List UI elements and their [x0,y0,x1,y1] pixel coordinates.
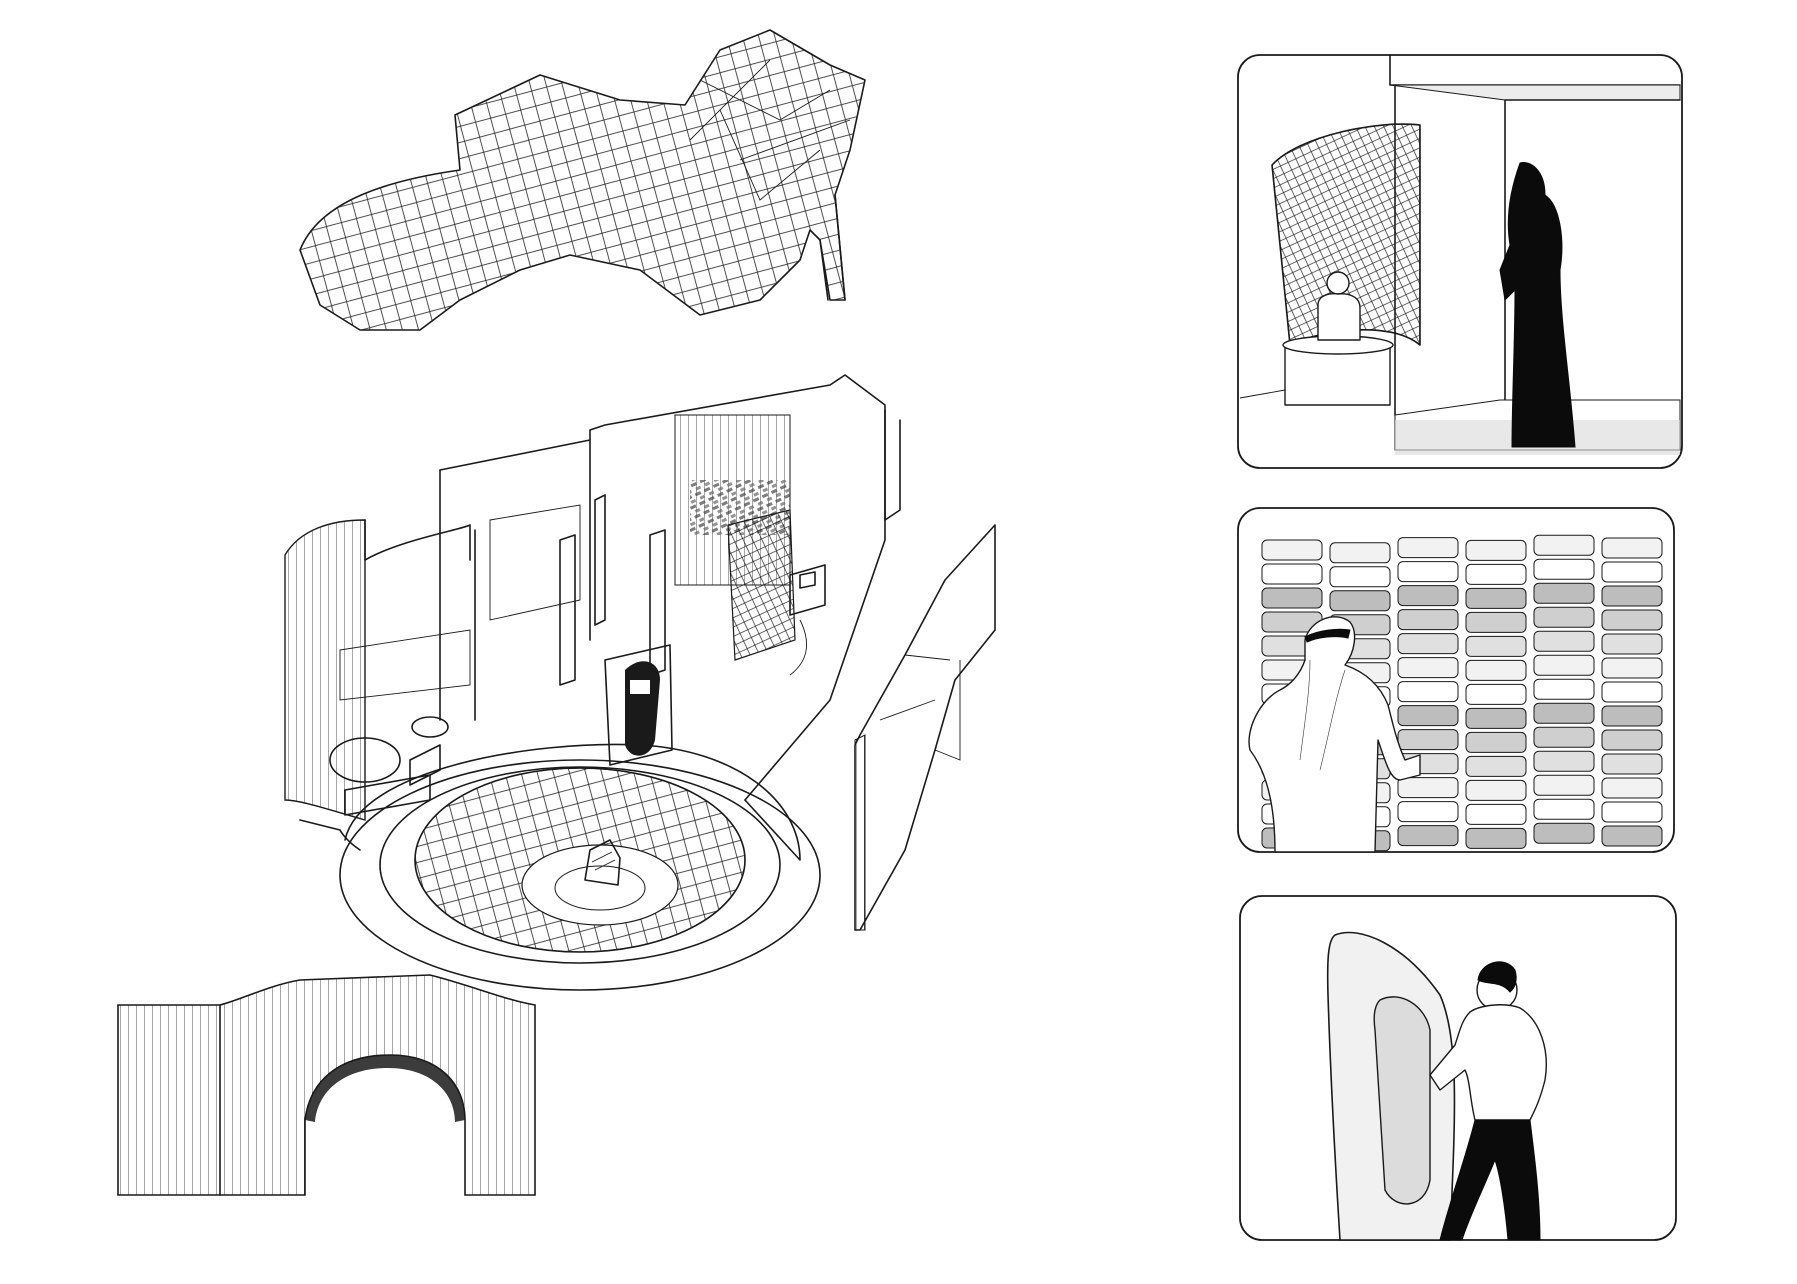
wall-tile [1601,681,1663,703]
wall-tile [1397,801,1459,823]
wall-tile [1397,609,1459,631]
wall-tile [1533,798,1595,820]
wall-tile [1533,750,1595,772]
wall-tile [1397,681,1459,703]
wall-tile [1601,825,1663,847]
wall-tile [1601,777,1663,799]
faceted-canopy [299,29,866,331]
wall-tile [1397,657,1459,679]
wall-tile [1465,707,1527,729]
wall-tile [1533,630,1595,652]
wall-tile [1533,582,1595,604]
wall-tile [1533,558,1595,580]
wall-tile [1465,587,1527,609]
wall-tile [1533,702,1595,724]
wall-tile [1397,777,1459,799]
wall-tile [1329,566,1391,588]
wall-tile [1601,729,1663,751]
wall-tile [1465,779,1527,801]
ribbed-arch-wall [117,974,536,1196]
wall-tile [1601,705,1663,727]
wall-tile [1601,585,1663,607]
wall-tile [1397,705,1459,727]
wall-tile [1261,563,1323,585]
wall-tile [1397,561,1459,583]
wall-tile [1397,825,1459,847]
wall-tile [1329,542,1391,564]
wall-tile [1601,561,1663,583]
kiosk-vignette [1239,895,1677,1241]
wall-tile [1465,827,1527,849]
wall-tile [1465,683,1527,705]
wall-tile [1533,654,1595,676]
wall-tile [1397,585,1459,607]
wall-tile [1533,606,1595,628]
wall-tile [1601,753,1663,775]
wall-tile [1465,659,1527,681]
wall-tile [1465,731,1527,753]
wall-tile [1465,755,1527,777]
wall-tile [1533,726,1595,748]
wall-tile [1261,539,1323,561]
wall-tile [1601,609,1663,631]
display-wall-vignette [1237,507,1675,853]
wall-tile [1465,563,1527,585]
wall-tile [1397,633,1459,655]
wall-tile [1465,539,1527,561]
wall-tile [1397,729,1459,751]
wall-tile [1397,537,1459,559]
wall-tile [1533,774,1595,796]
wall-tile [1601,633,1663,655]
ribbed-side-panel [854,524,996,931]
reception-vignette [1237,54,1683,469]
wall-tile [1533,678,1595,700]
wall-tile [1533,822,1595,844]
wall-tile [1601,537,1663,559]
wall-tile [1465,803,1527,825]
wall-tile [1601,801,1663,823]
booth-axonometric [284,374,901,991]
wall-tile [1601,657,1663,679]
wall-tile [1465,611,1527,633]
wall-tile [1533,534,1595,556]
wall-tile [1329,590,1391,612]
wall-tile [1465,635,1527,657]
tile-wall [1261,534,1663,852]
wall-tile [1261,587,1323,609]
